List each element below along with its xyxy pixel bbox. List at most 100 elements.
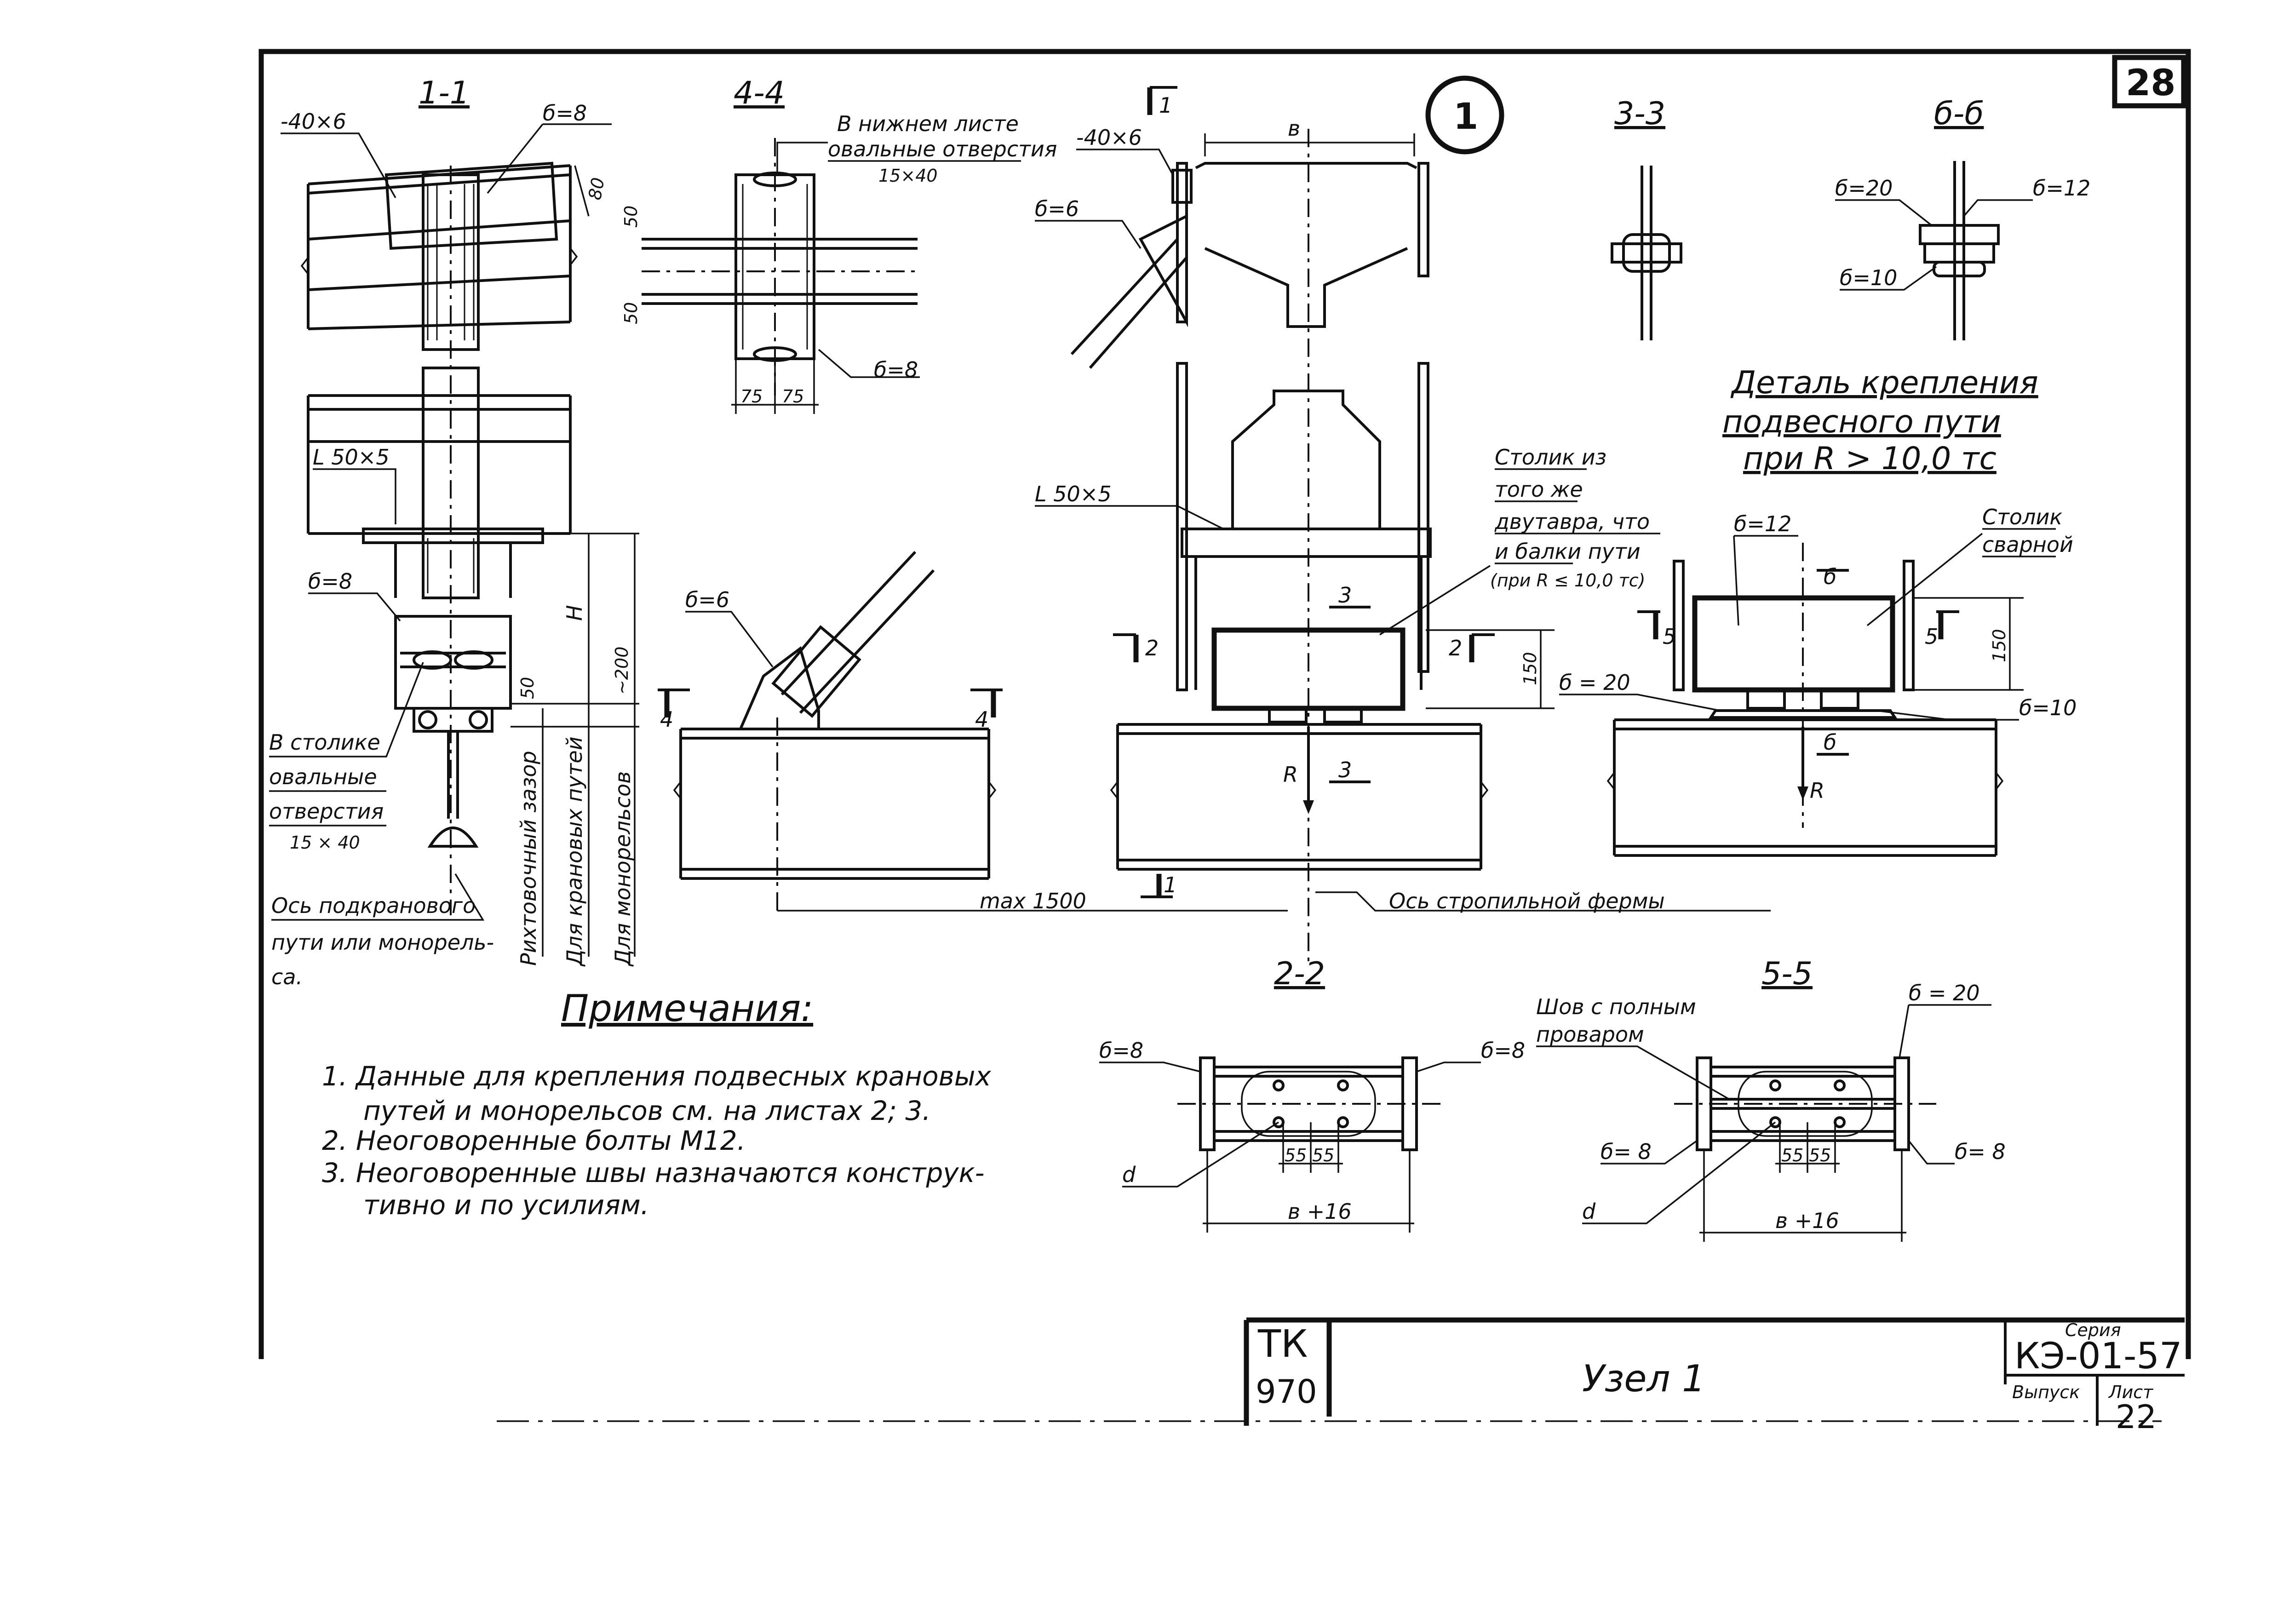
sheet-frame: 28 <box>258 49 2191 1359</box>
brace-d6: б=6 <box>685 587 729 612</box>
s55-b16: в +16 <box>1775 1208 1839 1233</box>
dim-200: ~200 <box>612 647 632 694</box>
s55-d20: б = 20 <box>1909 981 1980 1005</box>
detail-title-3: при R > 10,0 тс <box>1743 441 1996 477</box>
node-angle-label: L 50×5 <box>1035 482 1112 506</box>
dim-50: 50 <box>517 677 538 699</box>
node-table-3: двутавра, что <box>1494 509 1650 534</box>
s55-d: d <box>1582 1199 1596 1224</box>
node-table-2: того же <box>1495 477 1583 502</box>
title-org: ТК <box>1257 1322 1308 1366</box>
s22-b16: в +16 <box>1288 1199 1352 1224</box>
node-dim-150: 150 <box>1520 652 1540 685</box>
node-circle-label: 1 <box>1453 96 1478 138</box>
cut-3-bottom: 3 <box>1338 757 1352 782</box>
section-6-6-title: б-б <box>1934 96 1984 132</box>
section-1-1-title: 1-1 <box>419 75 470 111</box>
note-line-4: 3. Неоговоренные швы назначаются констру… <box>322 1157 985 1188</box>
s22-d: d <box>1122 1162 1136 1187</box>
cut-5-left: 5 <box>1663 624 1676 649</box>
cut-2-right: 2 <box>1449 636 1462 660</box>
node-plate-label: -40×6 <box>1076 125 1142 150</box>
s44-note-3: 15×40 <box>878 166 938 186</box>
vert-mono-label: Для монорельсов <box>610 771 635 967</box>
section-4-4: 4-4 В нижнем листе овальные отверстия 15… <box>621 75 1057 414</box>
title-sheet-label: Лист <box>2108 1382 2154 1402</box>
s55-weld-1: Шов с полным <box>1536 994 1696 1019</box>
s22-55b: 55 <box>1312 1145 1334 1165</box>
label-plate-40x6: -40×6 <box>281 109 346 134</box>
dim-b: в <box>1288 116 1300 141</box>
dim-H: H <box>562 605 587 621</box>
cut-6-bottom: б <box>1824 730 1836 755</box>
label-oval-4: 15 × 40 <box>290 832 360 853</box>
det-table-1: Столик <box>1982 505 2062 529</box>
section-2-2: 2-2 55 55 в +16 б=8 б=8 d <box>1099 956 1525 1233</box>
title-series: КЭ-01-57 <box>2014 1336 2182 1377</box>
s55-d8-left: б= 8 <box>1601 1139 1652 1164</box>
label-oval-3: отверстия <box>269 799 384 824</box>
vert-crane-label: Для крановых путей <box>562 736 587 967</box>
node-1-view: 1 1 в -40×6 б=6 L 50×5 Столик из <box>1035 75 1771 966</box>
section-2-2-title: 2-2 <box>1274 956 1325 992</box>
section-5-5-title: 5-5 <box>1761 956 1813 992</box>
s44-d8: б=8 <box>874 357 918 382</box>
s22-d8-right: б=8 <box>1481 1038 1525 1063</box>
note-line-1: 1. Данные для крепления подвесных кранов… <box>322 1061 992 1092</box>
section-4-4-title: 4-4 <box>734 75 785 111</box>
section-5-5: 5-5 55 55 в +16 Шов с полным проваром б … <box>1536 956 2006 1242</box>
cut-1-top: 1 <box>1159 93 1172 118</box>
note-line-5: тивно и по усилиям. <box>363 1189 649 1221</box>
s44-note-2: овальные отверстия <box>828 137 1057 161</box>
label-oval-2: овальные <box>269 764 377 789</box>
dim-50b: 50 <box>621 302 641 324</box>
det-dim-150: 150 <box>1989 629 2009 662</box>
label-axis-1: Ось подкранового <box>271 893 476 918</box>
s55-55b: 55 <box>1809 1145 1831 1165</box>
cut-1-bottom: 1 <box>1164 872 1177 897</box>
node-table-5: (при R ≤ 10,0 тс) <box>1490 570 1646 591</box>
s22-55a: 55 <box>1285 1145 1307 1165</box>
notes-title: Примечания: <box>561 987 813 1030</box>
det-d12: б=12 <box>1734 511 1791 536</box>
title-block: ТК 970 Узел 1 Серия КЭ-01-57 Выпуск Лист… <box>497 1317 2185 1436</box>
dim-75a: 75 <box>740 386 763 407</box>
cut-5-right: 5 <box>1925 624 1938 649</box>
note-line-2: путей и монорельсов см. на листах 2; 3. <box>363 1095 931 1126</box>
label-angle-50x5: L 50×5 <box>313 445 390 470</box>
det-d10: б=10 <box>2019 695 2077 720</box>
label-d8-top: б=8 <box>543 101 587 126</box>
s22-d8-left: б=8 <box>1099 1038 1143 1063</box>
dim-50a: 50 <box>621 206 641 228</box>
notes-block: Примечания: 1. Данные для крепления подв… <box>322 987 992 1221</box>
node-table-1: Столик из <box>1495 445 1606 470</box>
axis-truss-label: Ось стропильной фермы <box>1389 889 1665 913</box>
label-axis-2: пути или монорель- <box>271 930 494 955</box>
node-d6-label: б=6 <box>1035 196 1079 221</box>
title-issue-label: Выпуск <box>2012 1382 2080 1402</box>
detail-title-1: Деталь крепления <box>1730 365 2038 401</box>
det-d20: б = 20 <box>1559 670 1630 695</box>
s55-weld-2: проваром <box>1536 1022 1644 1047</box>
title-org-code: 970 <box>1256 1373 1317 1411</box>
title-node: Узел 1 <box>1582 1357 1705 1400</box>
detail-title-2: подвесного пути <box>1722 404 2001 440</box>
dim-80: 80 <box>585 176 608 201</box>
cut-6-top: б <box>1824 564 1836 589</box>
node-R: R <box>1283 762 1298 787</box>
title-series-label: Серия <box>2065 1320 2121 1340</box>
s55-55a: 55 <box>1781 1145 1803 1165</box>
s66-d10: б=10 <box>1840 265 1897 290</box>
section-1-1: 1-1 80 -40×6 б=8 L 50×5 б=8 <box>269 75 639 989</box>
node-table-4: и балки пути <box>1495 539 1641 564</box>
cut-4-left: 4 <box>660 707 673 732</box>
label-axis-3: са. <box>271 964 303 989</box>
note-line-3: 2. Неоговоренные болты М12. <box>322 1125 746 1156</box>
section-6-6: б-б б=20 б=12 б=10 <box>1835 96 2090 340</box>
s55-d8-right: б= 8 <box>1955 1139 2006 1164</box>
dim-75b: 75 <box>782 386 804 407</box>
cut-2-left: 2 <box>1145 636 1159 660</box>
s44-note-1: В нижнем листе <box>837 111 1019 136</box>
s66-d12: б=12 <box>2033 176 2090 201</box>
